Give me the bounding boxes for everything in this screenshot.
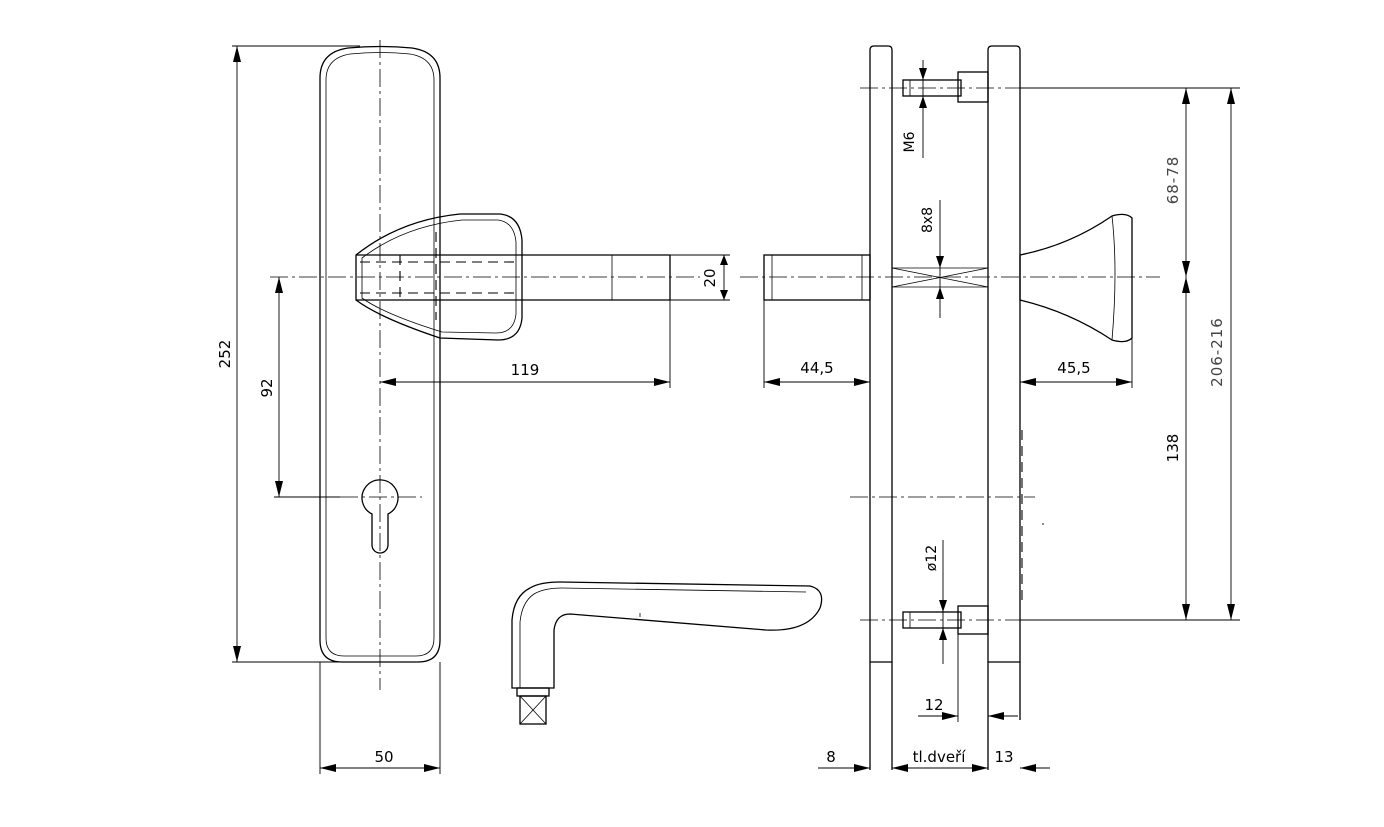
knob-side (1019, 213, 1133, 343)
dim-right-stack (1020, 87, 1240, 621)
spindle-front (356, 232, 671, 320)
dim-total-spacing: 206-216 (1208, 317, 1226, 387)
dim-45-5 (1020, 338, 1133, 388)
knob-front (355, 213, 523, 341)
dim-knob-depth: 45,5 (1057, 359, 1090, 377)
dim-119 (380, 300, 671, 388)
dim-bottom-chain (818, 764, 1050, 772)
dim-92 (274, 277, 340, 498)
dim-m6 (919, 60, 927, 158)
dim-lower-spacing: 138 (1164, 434, 1182, 463)
lever-handle (511, 581, 823, 725)
dim-plate-width: 50 (374, 748, 393, 766)
dim-spindle-height: 20 (701, 268, 719, 287)
dim-50 (319, 662, 441, 774)
dim-plate-thickness: 8 (826, 748, 836, 766)
dim-spacing: 92 (258, 378, 276, 397)
dim-bolt-spacing: 68-78 (1164, 156, 1182, 205)
dim-20 (670, 254, 730, 301)
bottom-bolt (860, 605, 1040, 635)
dim-thread: M6 (902, 131, 918, 152)
dim-offset: 12 (924, 696, 943, 714)
dim-8x8 (936, 200, 944, 318)
dim-door-thickness: tl.dveří (913, 748, 967, 766)
dim-plate-height: 252 (216, 340, 234, 369)
spindle-side (763, 254, 989, 301)
dim-diameter (939, 540, 947, 664)
dim-12 (918, 634, 1018, 722)
dim-spindle-out: 44,5 (800, 359, 833, 377)
dim-square: 8x8 (920, 207, 936, 233)
dim-252 (232, 45, 360, 663)
top-bolt (860, 71, 1040, 103)
keyhole (361, 479, 399, 554)
dim-44-5 (763, 300, 870, 388)
dim-spindle-length: 119 (511, 361, 540, 379)
dim-diameter-label: ø12 (924, 545, 940, 571)
side-plates (869, 45, 1023, 770)
dim-inner-thickness: 13 (994, 748, 1013, 766)
